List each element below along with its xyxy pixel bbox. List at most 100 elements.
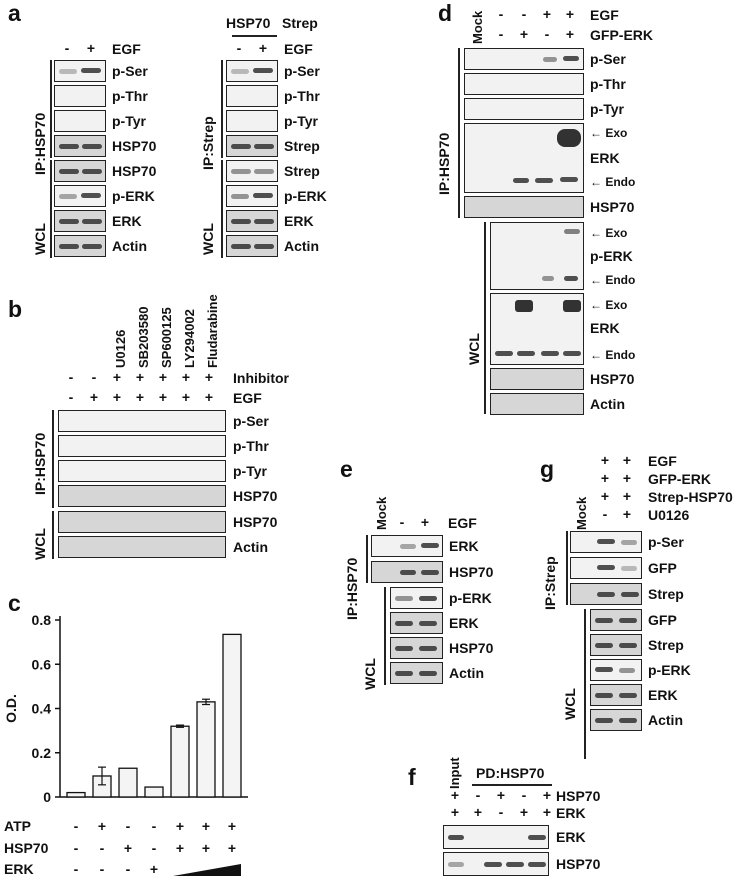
row-label: HSP70 [556, 856, 601, 872]
ip-bracket [566, 531, 568, 605]
row-label: p-ERK [284, 188, 327, 204]
row-label: Actin [449, 665, 484, 681]
inhibitor-name: Fludarabine [205, 294, 220, 368]
blot-strip [464, 123, 584, 193]
condition-sign: - [74, 818, 79, 834]
gfp-sign: - [498, 26, 504, 42]
condition-label: ATP [4, 818, 31, 834]
blot-strip [590, 634, 642, 656]
exo-marker: ← Exo [590, 126, 628, 140]
blot-strip [58, 511, 226, 533]
ip-bracket [366, 535, 368, 583]
strep-sign: + [622, 488, 632, 504]
inhibitor-sign: + [158, 369, 168, 385]
blot-strip [371, 535, 443, 557]
panel-a-letter: a [8, 0, 21, 26]
erk-sign: + [450, 804, 460, 820]
wcl-bracket [221, 160, 223, 258]
bar [144, 786, 164, 798]
condition-sign: - [74, 840, 79, 856]
row-label: ERK [449, 615, 479, 631]
input-label: Input [447, 757, 462, 789]
condition-sign: + [150, 861, 158, 877]
gfp-sign: - [544, 26, 550, 42]
row-label: Strep [284, 138, 320, 154]
erk-label: ERK [556, 805, 586, 821]
bar [66, 791, 86, 798]
blot-strip [570, 583, 642, 605]
condition-sign: - [152, 840, 157, 856]
row-label: p-Tyr [284, 113, 318, 129]
mock-label: Mock [374, 496, 389, 530]
gfp-sign: + [565, 26, 575, 42]
wcl-label: WCL [362, 658, 378, 690]
blot-strip [590, 709, 642, 731]
blot-strip [490, 368, 584, 390]
hsp70-sign: + [496, 787, 506, 803]
egf-sign: + [135, 389, 145, 405]
panel-b-letter: b [8, 296, 23, 322]
erk-sign: + [542, 804, 552, 820]
row-label: ERK [284, 213, 314, 229]
exo-label: Exo [605, 126, 628, 140]
exo-marker: ← Exo [590, 298, 628, 312]
row-label: HSP70 [233, 488, 278, 504]
row-label: p-Thr [233, 438, 269, 454]
inhibitor-label: Inhibitor [233, 370, 289, 386]
row-label: GFP [648, 560, 677, 576]
blot-strip [226, 135, 278, 157]
blot-strip [226, 60, 278, 82]
wcl-bracket [584, 609, 586, 759]
panel-c-letter: c [8, 590, 21, 616]
panel-e-letter: e [340, 456, 353, 482]
blot-strip [58, 410, 226, 432]
egf-sign: + [204, 389, 214, 405]
blot-strip [390, 637, 443, 659]
inhibitor-sign: - [91, 369, 97, 385]
egf-label: EGF [590, 7, 619, 23]
blot-strip [226, 210, 278, 232]
inhibitor-name: LY294002 [182, 309, 197, 368]
hsp70-label: HSP70 [556, 788, 601, 804]
hsp70-sign: - [475, 787, 481, 803]
row-label: p-Thr [590, 76, 626, 92]
endo-label: Endo [605, 348, 636, 362]
blot-strip [590, 659, 642, 681]
bar [170, 725, 190, 798]
egf-sign: + [112, 389, 122, 405]
blot-strip [54, 160, 106, 182]
row-label: Actin [590, 396, 625, 412]
pd-label: PD:HSP70 [476, 765, 545, 781]
row-label: p-ERK [449, 590, 492, 606]
bar [222, 633, 242, 798]
ip-label: IP:HSP70 [344, 557, 360, 620]
ip-bracket [52, 410, 54, 508]
wcl-bracket [484, 222, 486, 414]
blot-strip [443, 852, 549, 876]
row-label: p-Ser [648, 534, 684, 550]
hsp70-sign: - [521, 787, 527, 803]
row-label: ERK [449, 538, 479, 554]
blot-strip [226, 235, 278, 257]
row-label: ERK [648, 687, 678, 703]
row-label: HSP70 [112, 163, 157, 179]
condition-sign: - [126, 861, 131, 877]
inhibitor-sign: + [204, 369, 214, 385]
condition-sign: - [100, 861, 105, 877]
egf-sign: - [64, 40, 70, 56]
gfp-erk-label: GFP-ERK [648, 471, 711, 487]
wcl-label: WCL [562, 688, 578, 720]
inhibitor-sign: + [181, 369, 191, 385]
row-label: Actin [233, 539, 268, 555]
row-label: Strep [648, 637, 684, 653]
row-label: p-Thr [284, 88, 320, 104]
blot-strip [570, 531, 642, 553]
wcl-bracket [50, 160, 52, 258]
wcl-label: WCL [466, 333, 482, 365]
blot-strip [54, 135, 106, 157]
condition-sign: + [202, 840, 210, 856]
y-tick-label: 0.6 [32, 656, 52, 672]
blot-strip [464, 196, 584, 218]
row-label: HSP70 [112, 138, 157, 154]
